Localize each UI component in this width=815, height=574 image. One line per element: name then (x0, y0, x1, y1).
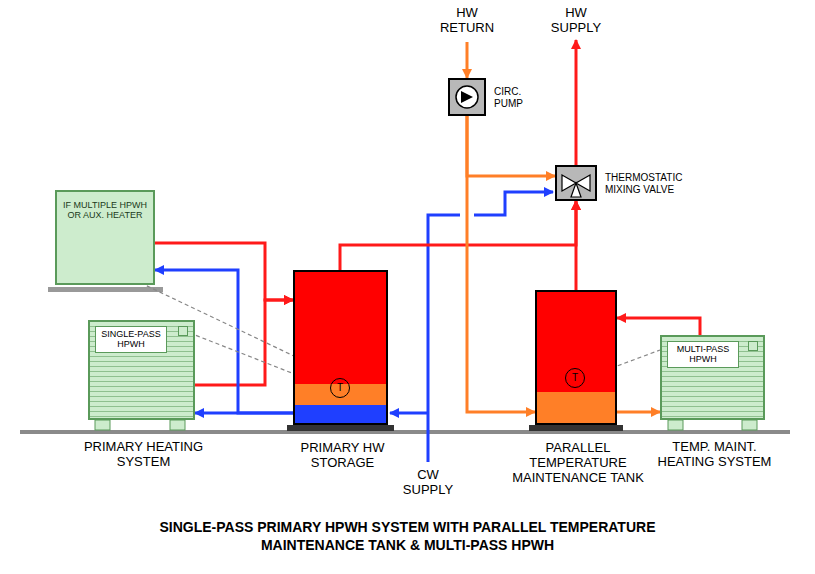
component-label: SINGLE-PASS HPWH (95, 326, 167, 353)
cw-supply-pipe (390, 412, 428, 415)
pump-symbol (450, 80, 484, 114)
single-pass-hpwh: SINGLE-PASS HPWHPRIMARY HEATING SYSTEM (88, 320, 195, 420)
tank-base (529, 425, 623, 431)
pipe-label: CW SUPPLY (393, 468, 463, 498)
system-label: PARALLEL TEMPERATURE MAINTENANCE TANK (508, 441, 648, 486)
system-label: TEMP. MAINT. HEATING SYSTEM (652, 440, 777, 470)
heater-stand (48, 287, 163, 292)
component-label: MULTI-PASS HPWH (667, 341, 739, 368)
pipe (617, 318, 700, 335)
pump-casing (456, 86, 478, 108)
sensor-mark: T (331, 379, 349, 397)
multi-pass-hpwh: MULTI-PASS HPWHTEMP. MAINT. HEATING SYST… (660, 335, 765, 420)
sensor-mark: T (566, 369, 584, 387)
pipe (575, 201, 578, 290)
thermostatic-mixing-valve: THERMOSTATIC MIXING VALVE (555, 165, 597, 201)
unit-badge (178, 326, 188, 336)
tank-base (287, 425, 394, 431)
hw-supply-pipe (575, 40, 578, 165)
pipe (340, 201, 576, 270)
primary-storage-tank: PRIMARY HW STORAGET (293, 270, 388, 425)
unit-foot (742, 420, 757, 430)
circulation-pump: CIRC. PUMP (448, 78, 486, 116)
hw-return-pipe (466, 42, 469, 78)
aux-heater-box: IF MULTIPLE HPWH OR AUX. HEATER (55, 190, 155, 285)
valve-symbol (557, 167, 595, 199)
component-label: CIRC. PUMP (494, 86, 539, 109)
component-label: THERMOSTATIC MIXING VALVE (605, 172, 700, 195)
pipe (467, 116, 555, 176)
pipe (467, 116, 535, 412)
parallel-tank: PARALLEL TEMPERATURE MAINTENANCE TANKT (535, 290, 617, 425)
pipe-label: HW SUPPLY (541, 6, 611, 36)
temperature-sensor: T (330, 378, 350, 398)
cw-supply-pipe (428, 215, 460, 462)
system-label: PRIMARY HEATING SYSTEM (79, 440, 209, 470)
diagram-caption: SINGLE-PASS PRIMARY HPWH SYSTEM WITH PAR… (0, 518, 815, 554)
system-label: PRIMARY HW STORAGE (293, 441, 393, 471)
unit-foot (170, 420, 185, 430)
pipe (195, 300, 293, 385)
unit-foot (668, 420, 683, 430)
ground-line (20, 430, 790, 434)
pipe-label: HW RETURN (432, 6, 502, 36)
valve-port (571, 183, 581, 197)
component-label: IF MULTIPLE HPWH OR AUX. HEATER (57, 192, 153, 221)
temperature-sensor: T (565, 368, 585, 388)
pipe (617, 411, 660, 414)
pump-impeller (461, 91, 473, 103)
unit-foot (95, 420, 110, 430)
unit-badge (748, 341, 758, 351)
cw-supply-pipe (474, 192, 553, 215)
